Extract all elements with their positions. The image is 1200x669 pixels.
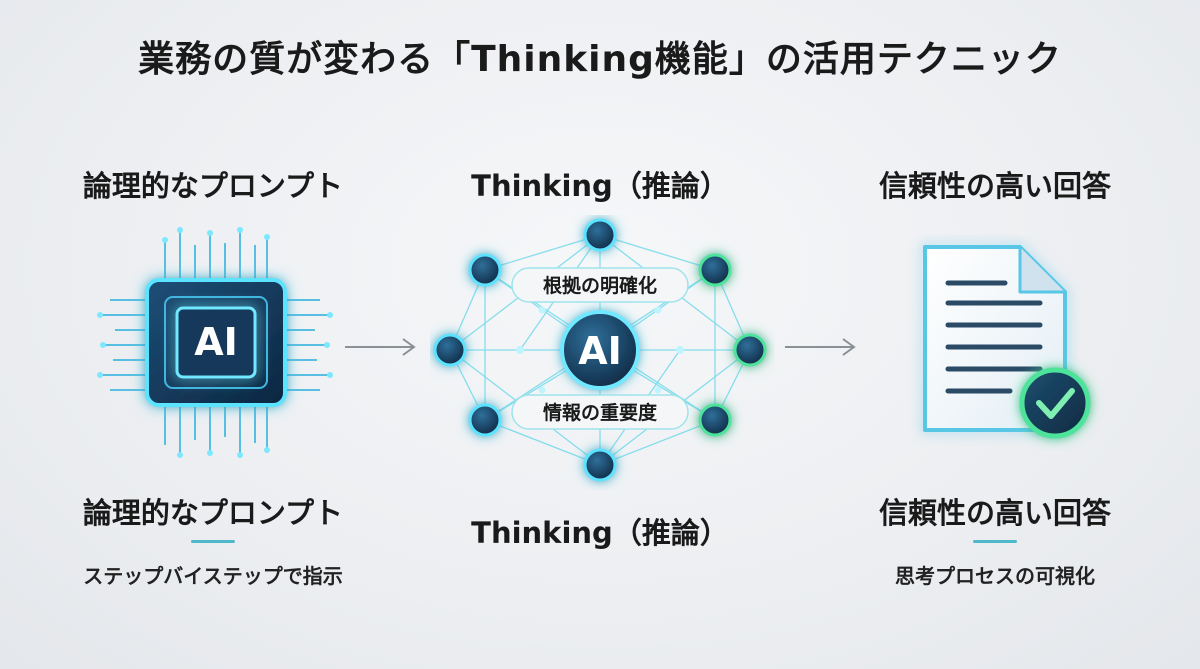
right-heading-top: 信頼性の高い回答	[878, 169, 1111, 203]
right-subtitle: 思考プロセスの可視化	[895, 564, 1095, 588]
page-title: 業務の質が変わる「Thinking機能」の活用テクニック	[138, 39, 1062, 80]
left-subtitle: ステップバイステップで指示	[83, 564, 343, 588]
left-heading-top: 論理的なプロンプト	[82, 169, 344, 203]
right-heading-bottom: 信頼性の高い回答	[878, 496, 1111, 530]
tag-importance-label: 情報の重要度	[543, 401, 658, 424]
chip-ai-label: AI	[194, 320, 238, 364]
document-check-icon	[923, 245, 1091, 439]
left-divider	[191, 540, 235, 543]
arrow-right-icon	[785, 338, 856, 356]
left-heading-bottom: 論理的なプロンプト	[82, 496, 344, 530]
arrow-right-icon	[345, 338, 416, 356]
ai-chip-icon: AI	[97, 227, 333, 458]
tag-evidence: 根拠の明確化	[511, 267, 689, 303]
center-heading-top: Thinking（推論）	[471, 169, 729, 203]
neural-network-diagram: AI 根拠の明確化 情報の重要度	[433, 218, 767, 482]
network-ai-label: AI	[578, 329, 622, 373]
right-divider	[973, 540, 1017, 543]
tag-importance: 情報の重要度	[511, 394, 689, 430]
center-heading-bottom: Thinking（推論）	[471, 516, 729, 550]
tag-evidence-label: 根拠の明確化	[543, 274, 657, 297]
